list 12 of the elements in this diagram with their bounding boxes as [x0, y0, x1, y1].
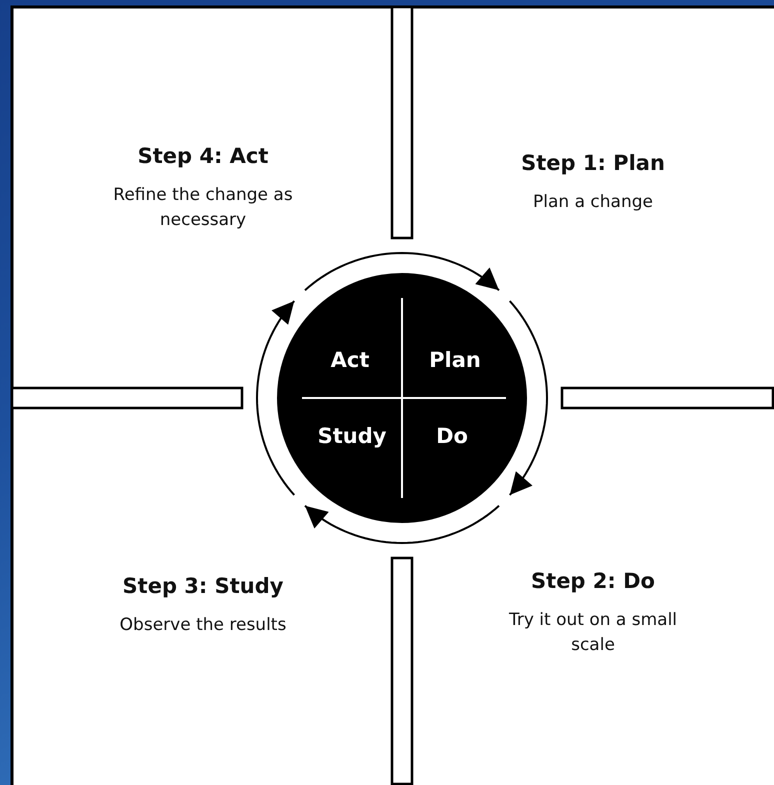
step-description: Observe the results: [120, 614, 286, 637]
step-description: Try it out on a small scale: [508, 609, 678, 657]
sector-label: Study: [318, 423, 386, 449]
step-heading: Step 4: Act: [138, 143, 268, 170]
step-heading: Step 2: Do: [531, 568, 655, 595]
step-description: Plan a change: [533, 191, 653, 214]
step-heading: Step 1: Plan: [521, 150, 665, 177]
step-heading: Step 3: Study: [122, 573, 284, 600]
sector-label: Do: [436, 423, 468, 449]
sector-label: Act: [330, 347, 370, 373]
step-description: Refine the change as necessary: [112, 184, 294, 232]
sector-label: Plan: [429, 347, 481, 373]
